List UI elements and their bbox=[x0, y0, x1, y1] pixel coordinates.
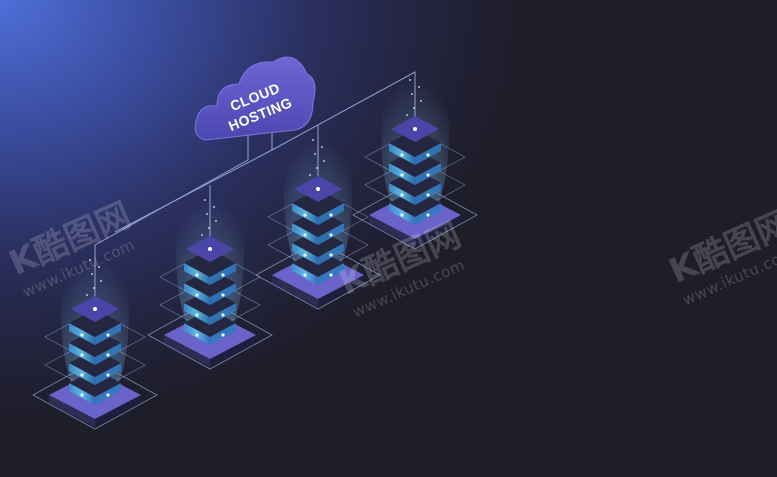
status-led bbox=[221, 333, 225, 337]
status-led bbox=[106, 353, 110, 357]
cap-light bbox=[93, 307, 97, 311]
status-led bbox=[426, 193, 430, 197]
status-led bbox=[195, 333, 199, 337]
status-led bbox=[303, 213, 307, 217]
sparkle-dot bbox=[314, 153, 316, 155]
sparkle-dot bbox=[98, 266, 100, 268]
server-stack bbox=[32, 220, 158, 430]
status-led bbox=[400, 153, 404, 157]
server-unit-top bbox=[184, 249, 236, 277]
status-led bbox=[400, 213, 404, 217]
base-side-left bbox=[49, 395, 95, 427]
status-led bbox=[80, 333, 84, 337]
sparkle-dot bbox=[93, 287, 95, 289]
server-stack bbox=[352, 40, 478, 250]
status-led bbox=[303, 233, 307, 237]
status-led bbox=[221, 293, 225, 297]
sparkle-dot bbox=[100, 280, 102, 282]
status-led bbox=[195, 273, 199, 277]
sparkle-dot bbox=[406, 114, 408, 116]
base-side-right bbox=[415, 215, 461, 247]
server-stack bbox=[255, 100, 381, 310]
base-side-right bbox=[210, 335, 256, 367]
sparkle-dot bbox=[316, 167, 318, 169]
status-led bbox=[195, 293, 199, 297]
status-led bbox=[329, 233, 333, 237]
base-side-right bbox=[318, 275, 364, 307]
status-led bbox=[80, 393, 84, 397]
status-led bbox=[221, 273, 225, 277]
sparkle-dot bbox=[309, 174, 311, 176]
cap-light bbox=[413, 127, 417, 131]
outline-frame bbox=[352, 180, 478, 250]
sparkle-dot bbox=[418, 86, 420, 88]
status-led bbox=[221, 313, 225, 317]
sparkle-dot bbox=[321, 146, 323, 148]
status-led bbox=[303, 273, 307, 277]
server-unit-top bbox=[389, 129, 441, 157]
sparkle-dot bbox=[312, 139, 314, 141]
sparkle-dot bbox=[420, 100, 422, 102]
status-led bbox=[195, 313, 199, 317]
server-stack bbox=[147, 160, 273, 370]
status-led bbox=[80, 353, 84, 357]
status-led bbox=[106, 393, 110, 397]
base-side-left bbox=[164, 335, 210, 367]
server-group bbox=[32, 40, 478, 430]
status-led bbox=[329, 213, 333, 217]
server-unit-top bbox=[69, 309, 121, 337]
sparkle-dot bbox=[413, 107, 415, 109]
sparkle-dot bbox=[215, 220, 217, 222]
status-led bbox=[400, 173, 404, 177]
cap-light bbox=[208, 247, 212, 251]
sparkle-dot bbox=[204, 199, 206, 201]
outline-frame bbox=[32, 360, 158, 430]
sparkle-dot bbox=[201, 234, 203, 236]
status-led bbox=[303, 253, 307, 257]
status-led bbox=[426, 213, 430, 217]
sparkle-dot bbox=[89, 259, 91, 261]
outline-frame bbox=[255, 240, 381, 310]
status-led bbox=[329, 253, 333, 257]
outline-frame bbox=[147, 300, 273, 370]
cap-light bbox=[316, 187, 320, 191]
base-side-left bbox=[369, 215, 415, 247]
cloud-hosting-badge: CLOUD HOSTING bbox=[194, 56, 316, 141]
sparkle-dot bbox=[91, 273, 93, 275]
status-led bbox=[426, 173, 430, 177]
sparkle-dot bbox=[206, 213, 208, 215]
base-side-right bbox=[95, 395, 141, 427]
sparkle-dot bbox=[208, 227, 210, 229]
sparkle-dot bbox=[323, 160, 325, 162]
base-side-left bbox=[272, 275, 318, 307]
status-led bbox=[106, 333, 110, 337]
status-led bbox=[80, 373, 84, 377]
status-led bbox=[329, 273, 333, 277]
status-led bbox=[106, 373, 110, 377]
sparkle-dot bbox=[86, 294, 88, 296]
status-led bbox=[426, 153, 430, 157]
sparkle-dot bbox=[409, 79, 411, 81]
status-led bbox=[400, 193, 404, 197]
sparkle-dot bbox=[213, 206, 215, 208]
server-unit-top bbox=[292, 189, 344, 217]
sparkle-dot bbox=[411, 93, 413, 95]
